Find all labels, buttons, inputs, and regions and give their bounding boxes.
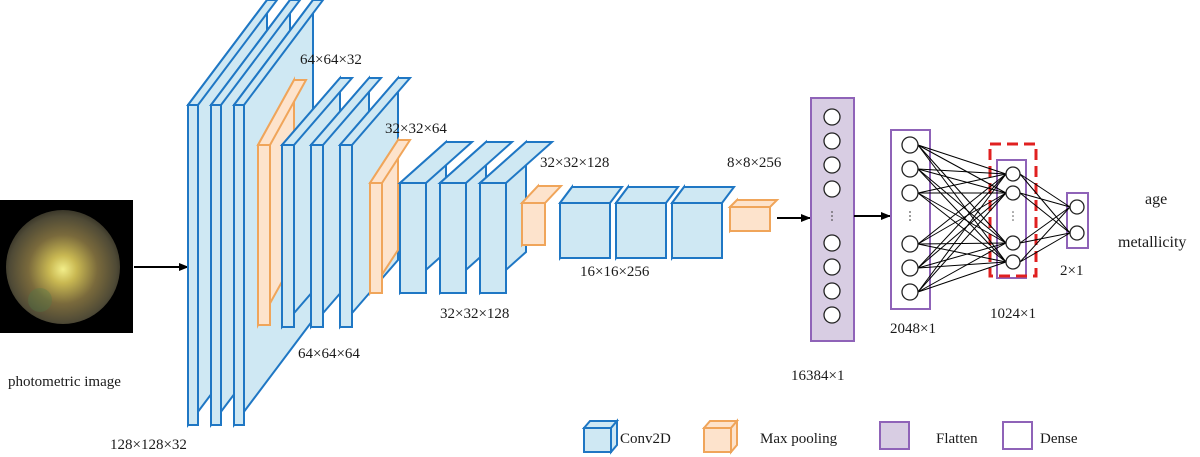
neuron — [823, 156, 841, 174]
conv-block-4 — [558, 184, 736, 261]
connection-line — [1019, 192, 1071, 208]
dim-label-2x1: 2×1 — [1060, 263, 1083, 279]
pool-block-3 — [519, 183, 564, 248]
neuron — [823, 108, 841, 126]
connection-line — [1019, 173, 1071, 234]
connection-line — [917, 242, 1007, 269]
connection-line — [917, 173, 1007, 269]
dense-1-neurons — [901, 136, 919, 301]
connection-line — [917, 173, 1007, 293]
dim-label-16384x1: 16384×1 — [791, 368, 844, 384]
connection-line — [1019, 206, 1071, 263]
legend-pool-swatch — [701, 418, 740, 455]
neuron — [1069, 225, 1085, 241]
connection-line — [917, 168, 1007, 194]
dim-label-8x8x256: 8×8×256 — [727, 155, 782, 171]
neuron — [901, 259, 919, 277]
dim-label-32x32x128-top: 32×32×128 — [540, 155, 609, 171]
neuron — [1005, 235, 1021, 251]
connection-line — [917, 261, 1007, 269]
connection-line — [917, 173, 1007, 245]
output-neurons — [1069, 199, 1085, 241]
output-label-metallicity: metallicity — [1118, 234, 1186, 251]
dim-label-2048x1: 2048×1 — [890, 321, 936, 337]
neuron — [823, 180, 841, 198]
neuron — [901, 160, 919, 178]
connection-line — [1019, 192, 1071, 234]
photometric-image — [0, 200, 133, 333]
connection-line — [917, 242, 1007, 293]
connection-line — [917, 192, 1007, 269]
legend-pool-label: Max pooling — [760, 431, 838, 447]
legend-dense-swatch — [1002, 421, 1033, 450]
neuron — [1005, 254, 1021, 270]
flatten-ellipsis — [831, 211, 833, 221]
connection-line — [917, 192, 1007, 293]
pool-block-4 — [727, 197, 780, 234]
connection-line — [917, 192, 1007, 263]
connection-line — [917, 168, 1007, 175]
conv-slab — [477, 139, 555, 296]
dim-label-1024x1: 1024×1 — [990, 306, 1036, 322]
connection-line — [917, 168, 1007, 263]
connection-line — [917, 144, 1007, 263]
neuron — [901, 184, 919, 202]
connection-line — [917, 173, 1007, 194]
legend-flatten-swatch — [879, 421, 910, 450]
dim-label-16x16x256: 16×16×256 — [580, 264, 650, 280]
connection-line — [917, 144, 1007, 194]
neuron — [823, 234, 841, 252]
dim-label-32x32x128-bottom: 32×32×128 — [440, 306, 509, 322]
legend-flatten-label: Flatten — [936, 431, 978, 447]
neuron — [823, 258, 841, 276]
neuron — [1005, 185, 1021, 201]
legend: Conv2D Max pooling Flatten Dense — [581, 418, 1078, 455]
neuron — [823, 132, 841, 150]
conv-slab — [397, 139, 475, 296]
connection-line — [917, 242, 1007, 245]
output-label-age: age — [1145, 191, 1167, 208]
flatten-neurons — [823, 108, 841, 324]
pool-block-2 — [368, 136, 412, 297]
dim-label-128x128x32: 128×128×32 — [110, 437, 187, 453]
neuron — [901, 235, 919, 253]
dim-label-64x64x64: 64×64×64 — [298, 346, 360, 362]
connection-line — [1019, 232, 1071, 244]
connection-line — [917, 261, 1007, 293]
dense-connections — [917, 144, 1071, 293]
legend-dense-label: Dense — [1040, 431, 1078, 447]
conv-slab — [437, 139, 515, 296]
dense-2-neurons — [1005, 166, 1021, 270]
connection-line — [917, 144, 1007, 244]
neuron — [1005, 166, 1021, 182]
conv-slab — [670, 184, 736, 261]
neuron — [901, 283, 919, 301]
conv-slab — [558, 184, 624, 261]
neuron — [823, 282, 841, 300]
neuron — [901, 136, 919, 154]
dim-label-32x32x64: 32×32×64 — [385, 121, 447, 137]
conv-block-2 — [279, 75, 413, 330]
legend-conv-label: Conv2D — [620, 431, 671, 447]
connection-line — [1019, 206, 1071, 244]
conv-slab — [614, 184, 680, 261]
connection-line — [917, 168, 1007, 244]
conv-block-3 — [397, 139, 555, 296]
connection-line — [1019, 232, 1071, 263]
connection-line — [917, 144, 1007, 175]
dense-1-ellipsis — [909, 211, 911, 221]
connection-line — [1019, 173, 1071, 208]
dense-layer-1 — [890, 129, 931, 310]
connection-line — [917, 243, 1007, 263]
dim-label-64x64x32: 64×64×32 — [300, 52, 362, 68]
dense-2-ellipsis — [1012, 211, 1014, 221]
highlight-box — [988, 142, 1038, 278]
input-label: photometric image — [8, 374, 121, 390]
connection-line — [917, 192, 1007, 245]
neuron — [1069, 199, 1085, 215]
legend-conv-swatch — [581, 418, 620, 455]
neuron — [823, 306, 841, 324]
